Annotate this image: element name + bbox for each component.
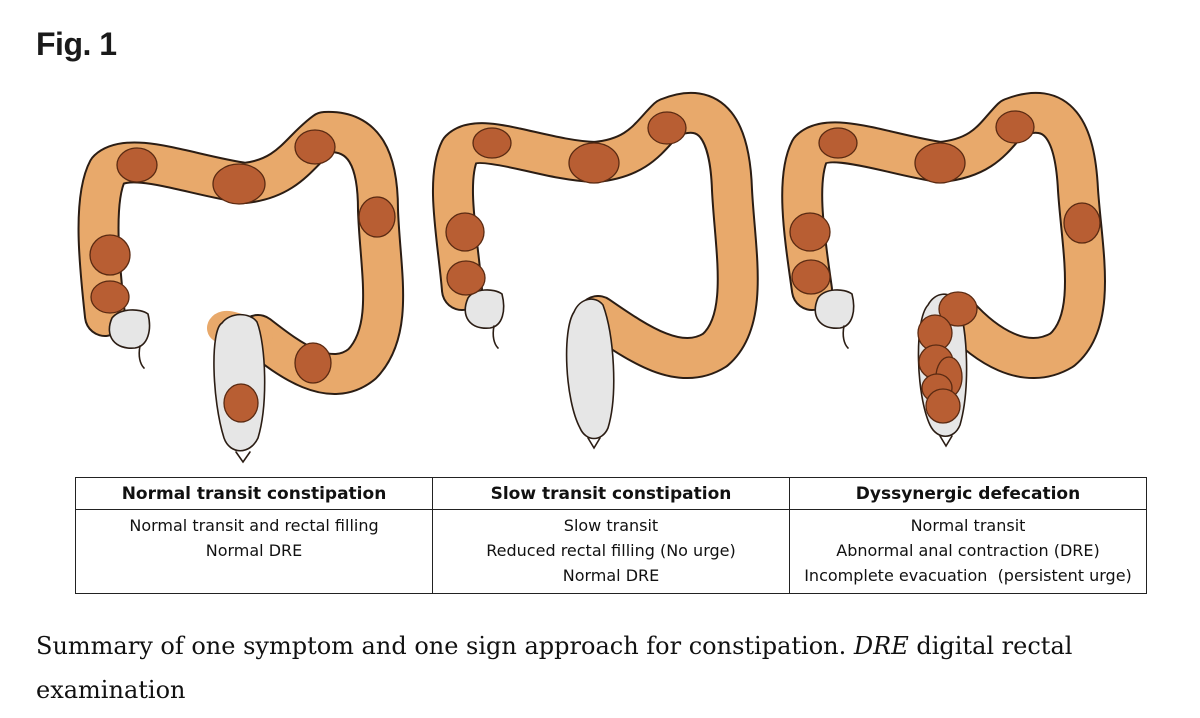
table-header-row: Normal transit constipation Slow transit… — [75, 477, 1147, 510]
constipation-summary-table: Normal transit constipation Slow transit… — [75, 477, 1147, 594]
stool-mass — [294, 342, 332, 384]
stool-mass — [446, 260, 486, 296]
rectum — [565, 298, 615, 440]
stool-mass — [791, 259, 831, 295]
cell-normal-transit: Normal transit and rectal filling Normal… — [75, 509, 433, 594]
cell-line: Reduced rectal filling (No urge) — [486, 541, 736, 560]
cecum — [464, 289, 505, 329]
stool-mass — [995, 110, 1035, 144]
cell-line: Slow transit — [563, 516, 659, 535]
rectum-tip — [235, 451, 251, 464]
cell-line: Normal DRE — [205, 541, 303, 560]
rectum-tip — [587, 437, 601, 450]
stool-mass — [925, 388, 961, 424]
stool-mass — [223, 383, 259, 423]
cecum — [814, 289, 855, 329]
cell-dyssynergic: Normal transit Abnormal anal contraction… — [789, 509, 1147, 594]
stool-masses — [789, 110, 1101, 424]
stool-mass — [568, 142, 620, 184]
stool-mass — [294, 129, 336, 165]
table-row: Normal transit and rectal filling Normal… — [75, 509, 1147, 594]
colon-dyssynergic — [781, 91, 1106, 448]
colon-normal-transit — [77, 110, 405, 464]
stool-mass — [89, 234, 131, 276]
cell-line: Normal transit — [910, 516, 1026, 535]
stool-mass — [358, 196, 396, 238]
cell-line: Normal DRE — [562, 566, 660, 585]
stool-mass — [472, 127, 512, 159]
stool-mass — [90, 280, 130, 314]
colon-illustrations — [77, 91, 1106, 464]
stool-mass — [1063, 202, 1101, 244]
cell-line: Incomplete evacuation (persistent urge) — [804, 566, 1132, 585]
figure-label: Fig. 1 — [36, 26, 117, 62]
stool-mass — [914, 142, 966, 184]
stool-mass — [938, 291, 978, 327]
stool-mass — [212, 163, 266, 205]
appendix — [492, 325, 499, 349]
header-dyssynergic: Dyssynergic defecation — [789, 477, 1147, 510]
header-slow-transit: Slow transit constipation — [432, 477, 790, 510]
cecum — [108, 309, 151, 349]
cell-slow-transit: Slow transit Reduced rectal filling (No … — [432, 509, 790, 594]
stool-masses — [89, 129, 396, 423]
appendix — [842, 325, 849, 349]
stool-mass — [647, 111, 687, 145]
stool-mass — [818, 127, 858, 159]
rectum-tip — [939, 435, 953, 448]
stool-mass — [445, 212, 485, 252]
cell-line: Abnormal anal contraction (DRE) — [836, 541, 1100, 560]
stool-mass — [789, 212, 831, 252]
header-normal-transit: Normal transit constipation — [75, 477, 433, 510]
cell-line: Normal transit and rectal filling — [129, 516, 379, 535]
stool-masses — [445, 111, 687, 296]
caption-definition: digital rectal examination — [36, 632, 1073, 704]
appendix — [138, 345, 145, 369]
rectum — [213, 313, 266, 452]
caption-text: Summary of one symptom and one sign appr… — [36, 632, 854, 660]
caption-abbreviation: DRE — [853, 632, 909, 660]
figure-caption: Summary of one symptom and one sign appr… — [36, 624, 1156, 712]
stool-mass — [116, 147, 158, 183]
colon-slow-transit — [432, 91, 759, 450]
